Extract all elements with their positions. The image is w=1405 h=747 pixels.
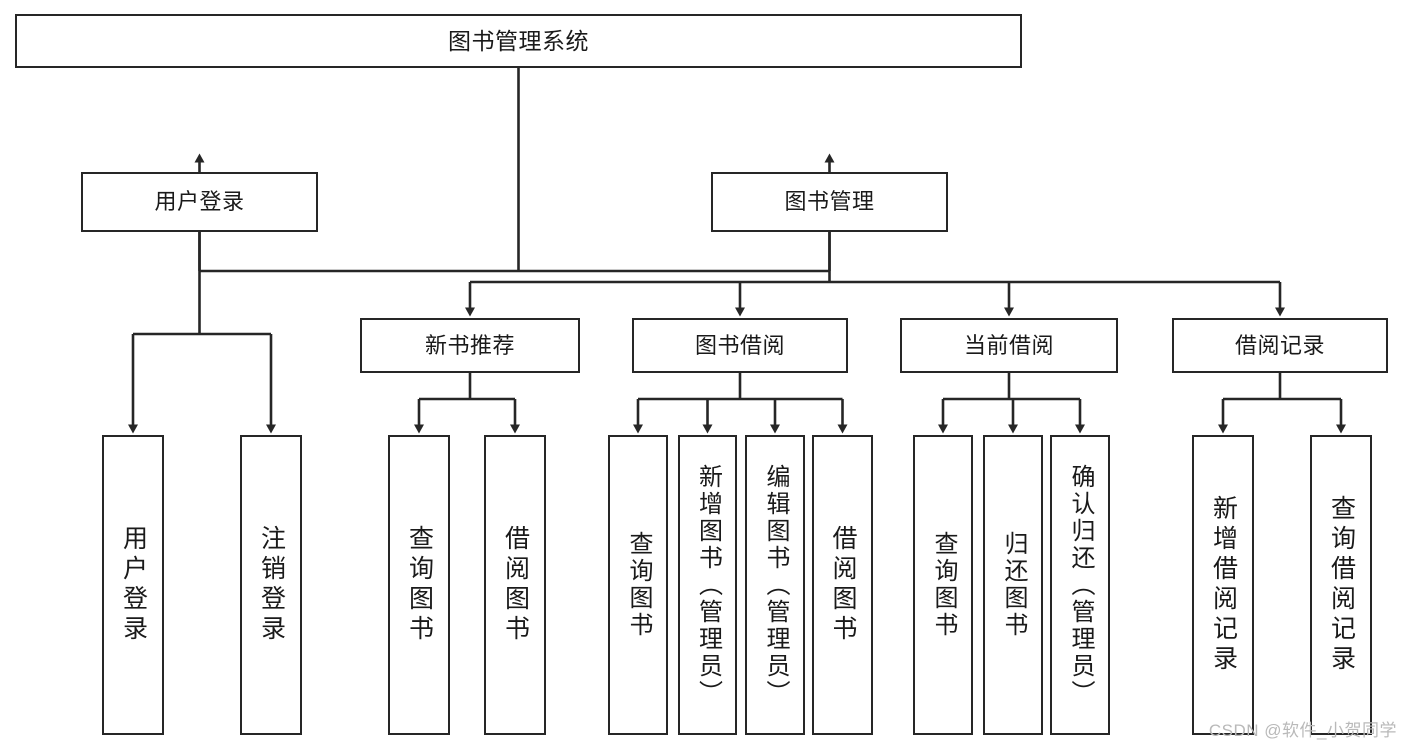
node-label-user-login: 用户登录 — [154, 189, 245, 215]
node-user-login: 用户登录 — [81, 172, 318, 232]
node-label-leaf-bb-borrow: 借阅图书 — [829, 525, 857, 645]
node-label-book-manage: 图书管理 — [784, 189, 875, 215]
node-label-leaf-br-query: 查询借阅记录 — [1327, 495, 1356, 675]
node-label-leaf-bb-edit: 编辑图书（管理员） — [762, 463, 789, 707]
node-new-book-rec: 新书推荐 — [360, 318, 580, 373]
node-leaf-br-query: 查询借阅记录 — [1310, 435, 1372, 735]
node-leaf-cb-query: 查询图书 — [913, 435, 973, 735]
node-label-leaf-cb-confirm: 确认归还（管理员） — [1067, 463, 1094, 707]
node-leaf-rec-borrow: 借阅图书 — [484, 435, 546, 735]
node-leaf-bb-edit: 编辑图书（管理员） — [745, 435, 805, 735]
node-leaf-bb-add: 新增图书（管理员） — [678, 435, 737, 735]
node-leaf-bb-query: 查询图书 — [608, 435, 668, 735]
node-leaf-user-login: 用户登录 — [102, 435, 164, 735]
node-leaf-user-logout: 注销登录 — [240, 435, 302, 735]
node-label-book-borrow: 图书借阅 — [694, 332, 785, 358]
node-label-leaf-cb-query: 查询图书 — [930, 531, 957, 639]
node-book-borrow: 图书借阅 — [632, 318, 848, 373]
node-label-new-book-rec: 新书推荐 — [424, 332, 515, 358]
node-label-leaf-rec-borrow: 借阅图书 — [501, 525, 530, 645]
node-label-current-borrow: 当前借阅 — [963, 332, 1054, 358]
node-label-borrow-record: 借阅记录 — [1234, 332, 1325, 358]
node-book-manage: 图书管理 — [711, 172, 948, 232]
node-leaf-cb-confirm: 确认归还（管理员） — [1050, 435, 1110, 735]
node-leaf-bb-borrow: 借阅图书 — [812, 435, 873, 735]
node-label-leaf-cb-return: 归还图书 — [1000, 531, 1027, 639]
node-label-leaf-user-logout: 注销登录 — [257, 525, 286, 645]
node-leaf-br-add: 新增借阅记录 — [1192, 435, 1254, 735]
node-label-leaf-user-login: 用户登录 — [119, 525, 148, 645]
node-root: 图书管理系统 — [15, 14, 1022, 68]
node-current-borrow: 当前借阅 — [900, 318, 1118, 373]
node-label-leaf-rec-query: 查询图书 — [405, 525, 434, 645]
node-label-leaf-br-add: 新增借阅记录 — [1209, 495, 1238, 675]
node-label-root: 图书管理系统 — [448, 27, 589, 54]
node-label-leaf-bb-add: 新增图书（管理员） — [694, 463, 722, 707]
node-leaf-rec-query: 查询图书 — [388, 435, 450, 735]
node-leaf-cb-return: 归还图书 — [983, 435, 1043, 735]
node-label-leaf-bb-query: 查询图书 — [625, 531, 652, 639]
node-borrow-record: 借阅记录 — [1172, 318, 1388, 373]
